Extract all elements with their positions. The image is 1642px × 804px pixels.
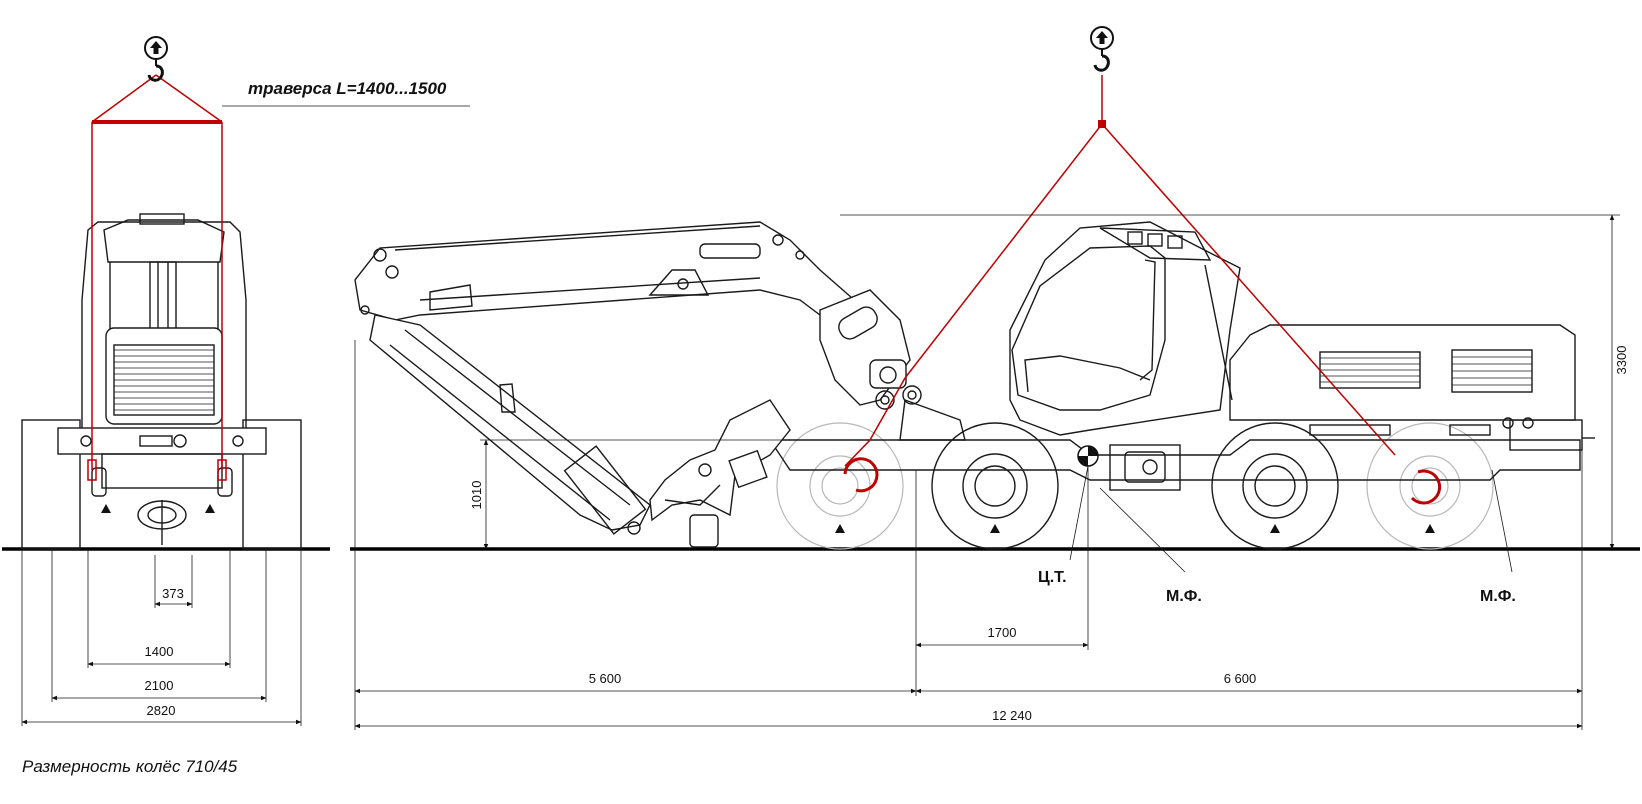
support-point-icon: [1425, 524, 1435, 533]
dim-1400: 1400: [145, 644, 174, 659]
support-point-icon: [205, 504, 215, 513]
side-cab: [1009, 221, 1241, 436]
center-of-gravity-icon: [1077, 445, 1099, 467]
support-point-icon: [835, 524, 845, 533]
dim-2820: 2820: [147, 703, 176, 718]
mount-point-label-2: М.Ф.: [1480, 588, 1516, 605]
support-point-icon: [101, 504, 111, 513]
mount-point-label-1: М.Ф.: [1166, 588, 1202, 605]
support-point-icon: [990, 524, 1000, 533]
side-view: Ц.Т. М.Ф. М.Ф. 1010 3300 1700 5 600: [350, 25, 1640, 730]
dim-5600: 5 600: [589, 671, 622, 686]
front-right-wheel: [242, 419, 302, 550]
front-grille: [113, 344, 215, 416]
front-cab-body: [81, 221, 247, 431]
side-lifting-rig: [843, 75, 1442, 505]
support-point-icon: [1270, 524, 1280, 533]
dim-1010: 1010: [469, 481, 484, 510]
dim-1700: 1700: [988, 625, 1017, 640]
cg-label: Ц.Т.: [1038, 569, 1067, 586]
side-crane-boom: [354, 221, 966, 548]
dim-12240: 12 240: [992, 708, 1032, 723]
wheel-size-note: Размерность колёс 710/45: [22, 757, 238, 776]
lift-hook-icon: [143, 35, 169, 82]
side-dimensions: 1010 3300 1700 5 600 6 600 12 240: [354, 214, 1629, 730]
front-dimensions: 373 1400 2100 2820: [21, 549, 302, 726]
traverse-label: траверса L=1400...1500: [248, 79, 447, 98]
dim-3300: 3300: [1614, 346, 1629, 375]
side-chassis: [768, 419, 1595, 491]
side-wheels: [776, 422, 1494, 550]
front-bumper: [57, 427, 267, 455]
lift-hook-icon: [1089, 25, 1115, 72]
side-engine-compartment: [1229, 324, 1576, 436]
dim-2100: 2100: [145, 678, 174, 693]
front-lifting-rig: [87, 74, 227, 481]
front-left-wheel: [21, 419, 81, 550]
dim-373: 373: [162, 586, 184, 601]
front-view: траверса L=1400...1500 373 1400 2100 282…: [2, 35, 470, 776]
dim-6600: 6 600: [1224, 671, 1257, 686]
